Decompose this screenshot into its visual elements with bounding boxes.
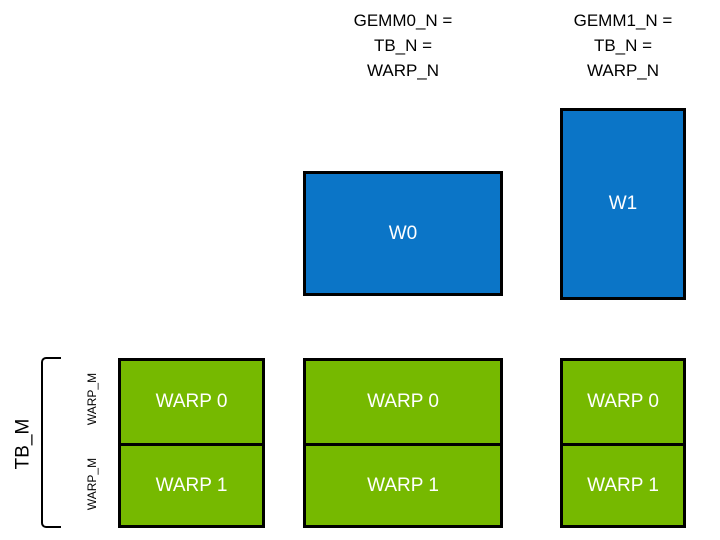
warp-cell-col0-0: WARP 0 xyxy=(121,361,262,443)
warp-column-col2: WARP 0 WARP 1 xyxy=(560,358,686,528)
warp-cell-col1-1: WARP 1 xyxy=(306,443,500,525)
warp-cell-col0-1: WARP 1 xyxy=(121,443,262,525)
warp-column-col1: WARP 0 WARP 1 xyxy=(303,358,503,528)
warp-tile-w1: W1 xyxy=(560,108,686,300)
warp-tile-w0: W0 xyxy=(303,171,503,296)
warp-m-label-0: WARP_M xyxy=(85,372,99,426)
warp-tile-w0-label: W0 xyxy=(388,222,418,244)
warp-cell-col0-1-label: WARP 1 xyxy=(155,474,228,496)
warp-column-col0: WARP 0 WARP 1 xyxy=(118,358,265,528)
warp-cell-col2-1-label: WARP 1 xyxy=(587,474,659,496)
warp-m-label-1: WARP_M xyxy=(85,457,99,511)
tb-m-bracket xyxy=(41,357,61,528)
column-header-gemm1: GEMM1_N = TB_N = WARP_N xyxy=(573,11,673,80)
warp-cell-col2-0-label: WARP 0 xyxy=(587,391,659,412)
warp-tile-w1-label: W1 xyxy=(608,193,638,214)
warp-cell-col1-0: WARP 0 xyxy=(306,361,500,443)
warp-cell-col1-0-label: WARP 0 xyxy=(367,391,439,412)
warp-cell-col2-0: WARP 0 xyxy=(563,361,683,443)
column-header-gemm0: GEMM0_N = TB_N = WARP_N xyxy=(353,11,453,80)
warp-cell-col0-0-label: WARP 0 xyxy=(155,391,228,412)
tb-m-label: TB_M xyxy=(12,418,34,470)
warp-cell-col2-1: WARP 1 xyxy=(563,443,683,525)
warp-cell-col1-1-label: WARP 1 xyxy=(367,474,439,496)
